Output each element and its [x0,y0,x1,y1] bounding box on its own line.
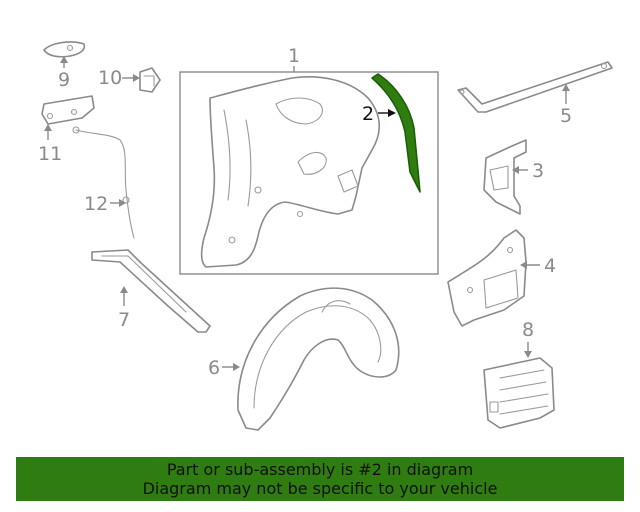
banner-background [16,457,624,501]
part-1-quarter-panel[interactable] [179,71,439,275]
callout-12: 12 [84,193,108,215]
callout-1: 1 [288,45,300,67]
part-2-highlighted[interactable] [371,73,421,193]
callout-4: 4 [544,255,556,277]
callout-9: 9 [58,69,70,91]
part-2-shape [371,73,421,193]
banner-line-2: Diagram may not be specific to your vehi… [142,479,498,498]
callout-8: 8 [522,319,534,341]
callout-5: 5 [560,105,572,127]
callout-6: 6 [208,357,220,379]
part-6-fender-liner[interactable] [237,287,400,431]
part-9-clip[interactable] [43,41,86,58]
part-12-cable[interactable] [72,126,135,239]
banner-line-1: Part or sub-assembly is #2 in diagram [166,460,474,479]
part-3-bracket[interactable] [483,139,527,215]
part-11-bracket[interactable] [41,95,95,125]
part-1-frame [179,71,439,275]
part-10-fastener[interactable] [139,67,161,93]
callout-2: 2 [362,103,374,125]
arrow-2 [388,109,396,117]
callouts: 1 2 3 4 5 6 7 8 9 10 11 12 [38,45,572,379]
part-8-vent[interactable] [483,357,555,429]
callout-11: 11 [38,143,62,165]
part-5-rod[interactable] [457,61,613,113]
part-4-wheelhouse-panel[interactable] [447,229,527,327]
info-banner: Part or sub-assembly is #2 in diagram Di… [16,457,624,501]
callout-7: 7 [118,309,130,331]
part-7-trim-strip[interactable] [91,249,211,333]
callout-10: 10 [98,67,122,89]
callout-3: 3 [532,160,544,182]
